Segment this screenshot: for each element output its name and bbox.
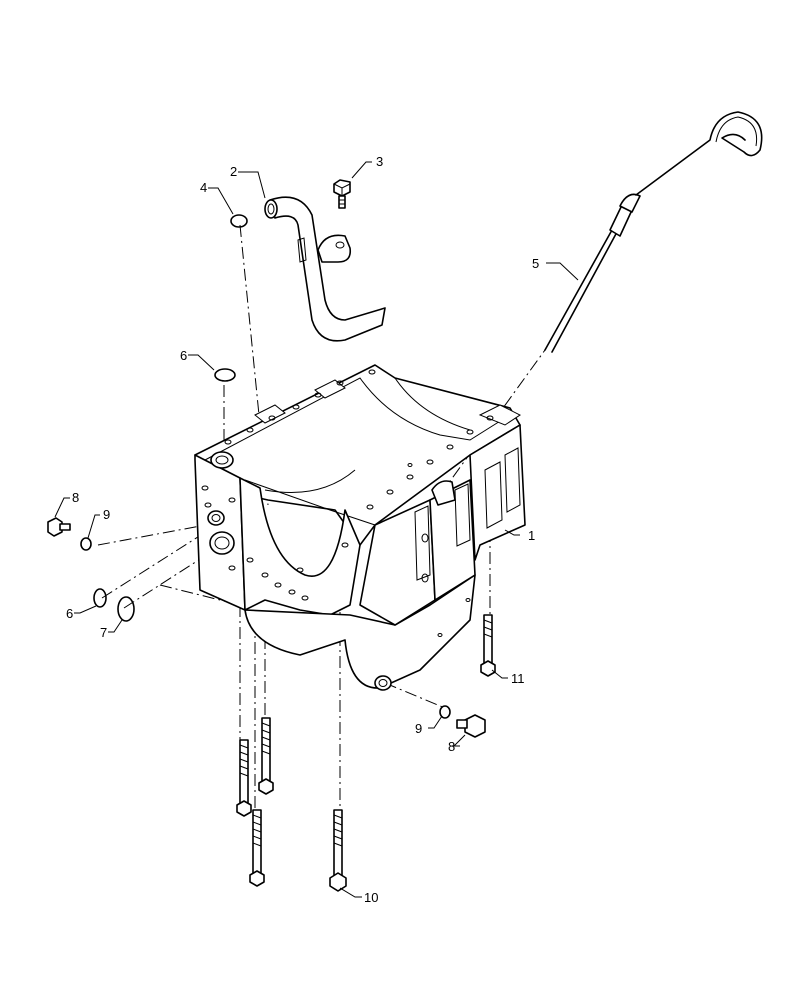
plug-part-8-left [47, 517, 71, 537]
callout-6-side: 6 [66, 606, 73, 621]
housing-ports [207, 451, 235, 555]
callout-5: 5 [532, 256, 539, 271]
callout-10: 10 [364, 890, 378, 905]
rim-bolt-holes [224, 369, 494, 510]
callout-8-right: 8 [448, 739, 455, 754]
callout-8-left: 8 [72, 490, 79, 505]
plug-part-8-right [456, 714, 486, 738]
callout-labels: 1 2 3 4 5 6 6 7 8 8 9 9 10 11 [66, 154, 539, 905]
callout-3: 3 [376, 154, 383, 169]
dipstick-part-5 [544, 111, 763, 353]
bolt-10-a [236, 739, 252, 817]
bolts-part-10 [236, 717, 347, 892]
bolt-10-b [258, 717, 274, 795]
bolt-part-11 [480, 614, 496, 677]
o-ring-part-7 [117, 596, 135, 622]
callout-leaders [54, 161, 579, 898]
o-ring-part-4 [230, 214, 248, 228]
callout-1: 1 [528, 528, 535, 543]
bolt-10-d [329, 809, 347, 892]
callout-9-right: 9 [415, 721, 422, 736]
bolt-10-c [249, 809, 265, 887]
flange-holes [201, 485, 471, 637]
dipstick-boss [431, 480, 456, 506]
o-ring-part-6-side [93, 588, 107, 608]
washer-part-9-right [439, 705, 451, 719]
callout-4: 4 [200, 180, 207, 195]
o-ring-part-6-top [214, 368, 236, 382]
callout-6-top: 6 [180, 348, 187, 363]
callout-11: 11 [511, 671, 525, 686]
washer-part-9-left [80, 537, 92, 551]
oil-suction-pipe [264, 196, 386, 342]
callout-9-left: 9 [103, 507, 110, 522]
bolt-part-3 [333, 179, 351, 209]
callout-2: 2 [230, 164, 237, 179]
oil-pan-housing [194, 364, 526, 691]
drain-boss [374, 675, 392, 691]
callout-7: 7 [100, 625, 107, 640]
